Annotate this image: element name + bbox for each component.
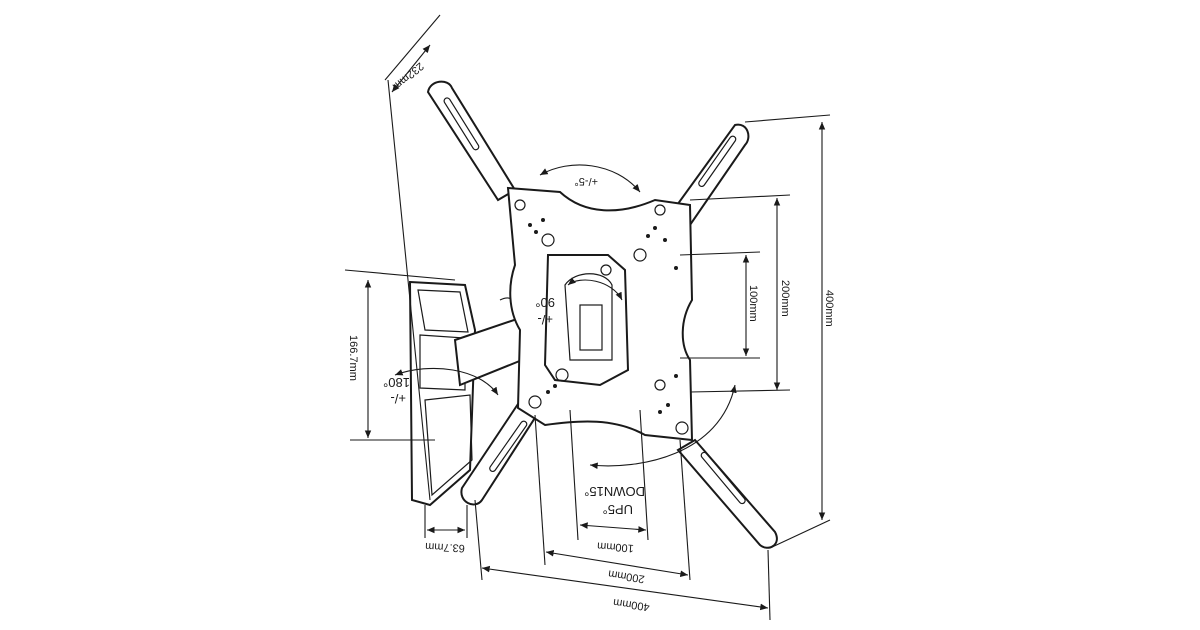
label-vesa-v-400: 400mm: [823, 290, 835, 327]
label-rotation-b: 90°: [535, 295, 555, 310]
label-vesa-h-100: 100mm: [597, 539, 634, 554]
tilt-roll-arrow: [539, 164, 641, 193]
arm-bottom-right: [676, 438, 778, 549]
label-tilt-up: UP5°: [603, 502, 634, 517]
vesa-plate: [506, 186, 694, 442]
label-wall-plate-height: 166.7mm: [347, 335, 359, 381]
label-tilt-down: DOWN15°: [584, 484, 645, 499]
label-vesa-h-400: 400mm: [612, 596, 650, 613]
rotate-arrow: [567, 277, 623, 301]
arm-top-left: [426, 80, 517, 202]
label-vesa-v-100: 100mm: [747, 285, 759, 322]
label-vesa-v-200: 200mm: [779, 280, 791, 317]
swivel-arrow: [394, 367, 499, 396]
label-wall-depth: 63.7mm: [425, 540, 465, 554]
label-arm-length: 232mm: [390, 60, 426, 93]
label-rotation-a: +/-: [537, 312, 553, 327]
dimension-lines: [344, 14, 831, 621]
tilt-arrow: [589, 384, 737, 470]
arm-bottom-left: [460, 396, 542, 506]
label-swivel-b: 180°: [383, 375, 410, 390]
label-tilt-roll: +/-5°: [574, 175, 598, 187]
label-vesa-h-200: 200mm: [607, 567, 645, 585]
label-swivel-a: +/-: [390, 391, 406, 406]
